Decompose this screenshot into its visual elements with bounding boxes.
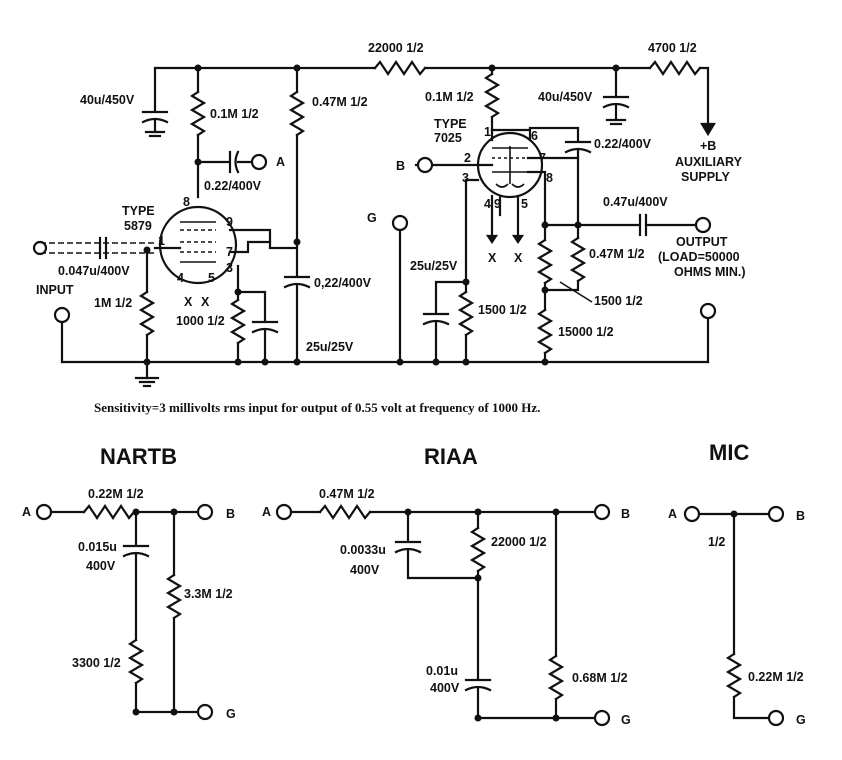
nartb-title: NARTB — [100, 444, 177, 469]
label-c-screen: 0,22/400V — [314, 276, 372, 290]
terminal-g — [391, 214, 409, 232]
nartb-c-shunt-v: 400V — [86, 559, 116, 573]
label-output-2: (LOAD=50000 — [658, 250, 740, 264]
label-aux-1: AUXILIARY — [675, 155, 743, 169]
nc-mark: X — [201, 295, 210, 309]
riaa-b: B — [621, 507, 630, 521]
nartb-a: A — [22, 505, 31, 519]
label-type1-a: TYPE — [122, 204, 155, 218]
terminal-a-out — [250, 153, 268, 171]
nc-mark: X — [184, 295, 193, 309]
label-c-in-supply: 40u/450V — [80, 93, 135, 107]
pin-label: 5 — [208, 271, 215, 285]
label-r-fb: 0.47M 1/2 — [589, 247, 645, 261]
pin-label: 1 — [158, 234, 165, 248]
nc-mark: X — [514, 251, 523, 265]
label-term-g: G — [367, 211, 377, 225]
pin-label: 5 — [521, 197, 528, 211]
pin-label: 3 — [226, 261, 233, 275]
label-term-b: B — [396, 159, 405, 173]
label-c-in: 0.047u/400V — [58, 264, 130, 278]
label-type1-b: 5879 — [124, 219, 152, 233]
pin-label: 9 — [226, 215, 233, 229]
terminal-input — [53, 306, 71, 324]
label-b-plus: +B — [700, 139, 716, 153]
label-r-plate1: 0.1M 1/2 — [210, 107, 259, 121]
nartb-b: B — [226, 507, 235, 521]
pin-label: 3 — [462, 171, 469, 185]
mic-r-top: 1/2 — [708, 535, 725, 549]
mic-network: MIC A B G 1/2 0.22M 1/2 — [668, 440, 806, 727]
pin-label: 2 — [464, 151, 471, 165]
label-r-pot: 1500 1/2 — [594, 294, 643, 308]
pin-label: 9 — [494, 197, 501, 211]
label-type2-b: 7025 — [434, 131, 462, 145]
terminal-output — [694, 216, 712, 234]
pin-label: 6 — [531, 129, 538, 143]
label-aux-2: SUPPLY — [681, 170, 731, 184]
riaa-c-small: 0.0033u — [340, 543, 386, 557]
mic-title: MIC — [709, 440, 749, 465]
riaa-c-small-v: 400V — [350, 563, 380, 577]
preamp-labels: 40u/450V 0.1M 1/2 0.47M 1/2 22000 1/2 0.… — [36, 41, 746, 354]
preamp-terminals — [32, 153, 717, 324]
mic-b: B — [796, 509, 805, 523]
mic-a: A — [668, 507, 677, 521]
label-type2-a: TYPE — [434, 117, 467, 131]
pin-label: 7 — [226, 245, 233, 259]
junction-dots — [143, 64, 620, 366]
preamp-wiring — [40, 60, 716, 388]
pin-label: 7 — [539, 151, 546, 165]
label-r-bottom: 15000 1/2 — [558, 325, 614, 339]
label-c-out: 0.47u/400V — [603, 195, 668, 209]
label-c-cathode2: 25u/25V — [410, 259, 458, 273]
label-term-a: A — [276, 155, 285, 169]
label-c-feedback: 0.22/400V — [594, 137, 652, 151]
riaa-c-shunt-v: 400V — [430, 681, 460, 695]
riaa-g: G — [621, 713, 631, 727]
nartb-g: G — [226, 707, 236, 721]
pin-label: 4 — [177, 271, 184, 285]
label-r-grid: 1M 1/2 — [94, 296, 132, 310]
sensitivity-note: Sensitivity=3 millivolts rms input for o… — [94, 400, 540, 415]
riaa-a: A — [262, 505, 271, 519]
label-c-couple-a: 0.22/400V — [204, 179, 262, 193]
terminal-output-ground — [699, 302, 717, 320]
mic-g: G — [796, 713, 806, 727]
nartb-r-shunt: 3300 1/2 — [72, 656, 121, 670]
nartb-network: NARTB A B G 0.22M 1/2 0.015u 400V 3300 1… — [22, 444, 236, 721]
nartb-r-right: 3.3M 1/2 — [184, 587, 233, 601]
label-r-cathode1: 1000 1/2 — [176, 314, 225, 328]
label-input: INPUT — [36, 283, 74, 297]
pin-label: 8 — [546, 171, 553, 185]
riaa-r-series: 0.47M 1/2 — [319, 487, 375, 501]
label-c-mid-supply: 40u/450V — [538, 90, 593, 104]
terminal-b-in — [416, 156, 434, 174]
nc-mark: X — [488, 251, 497, 265]
riaa-network: RIAA A B G 0.47M 1/2 0.0033u 400V — [262, 444, 631, 727]
pin-label: 8 — [183, 195, 190, 209]
riaa-title: RIAA — [424, 444, 478, 469]
input-cable-end — [32, 240, 48, 256]
label-r-plate2: 0.1M 1/2 — [425, 90, 474, 104]
riaa-r-mid: 22000 1/2 — [491, 535, 547, 549]
riaa-c-shunt: 0.01u — [426, 664, 458, 678]
label-output-1: OUTPUT — [676, 235, 728, 249]
label-r-supply: 4700 1/2 — [648, 41, 697, 55]
label-output-3: OHMS MIN.) — [674, 265, 746, 279]
label-r-dropping: 22000 1/2 — [368, 41, 424, 55]
nartb-c-shunt: 0.015u — [78, 540, 117, 554]
nartb-r-series: 0.22M 1/2 — [88, 487, 144, 501]
mic-r-shunt: 0.22M 1/2 — [748, 670, 804, 684]
pin-label: 1 — [484, 125, 491, 139]
riaa-r-right: 0.68M 1/2 — [572, 671, 628, 685]
label-c-cathode1: 25u/25V — [306, 340, 354, 354]
label-r-screen: 0.47M 1/2 — [312, 95, 368, 109]
pin-label: 4 — [484, 197, 491, 211]
label-r-cathode2: 1500 1/2 — [478, 303, 527, 317]
